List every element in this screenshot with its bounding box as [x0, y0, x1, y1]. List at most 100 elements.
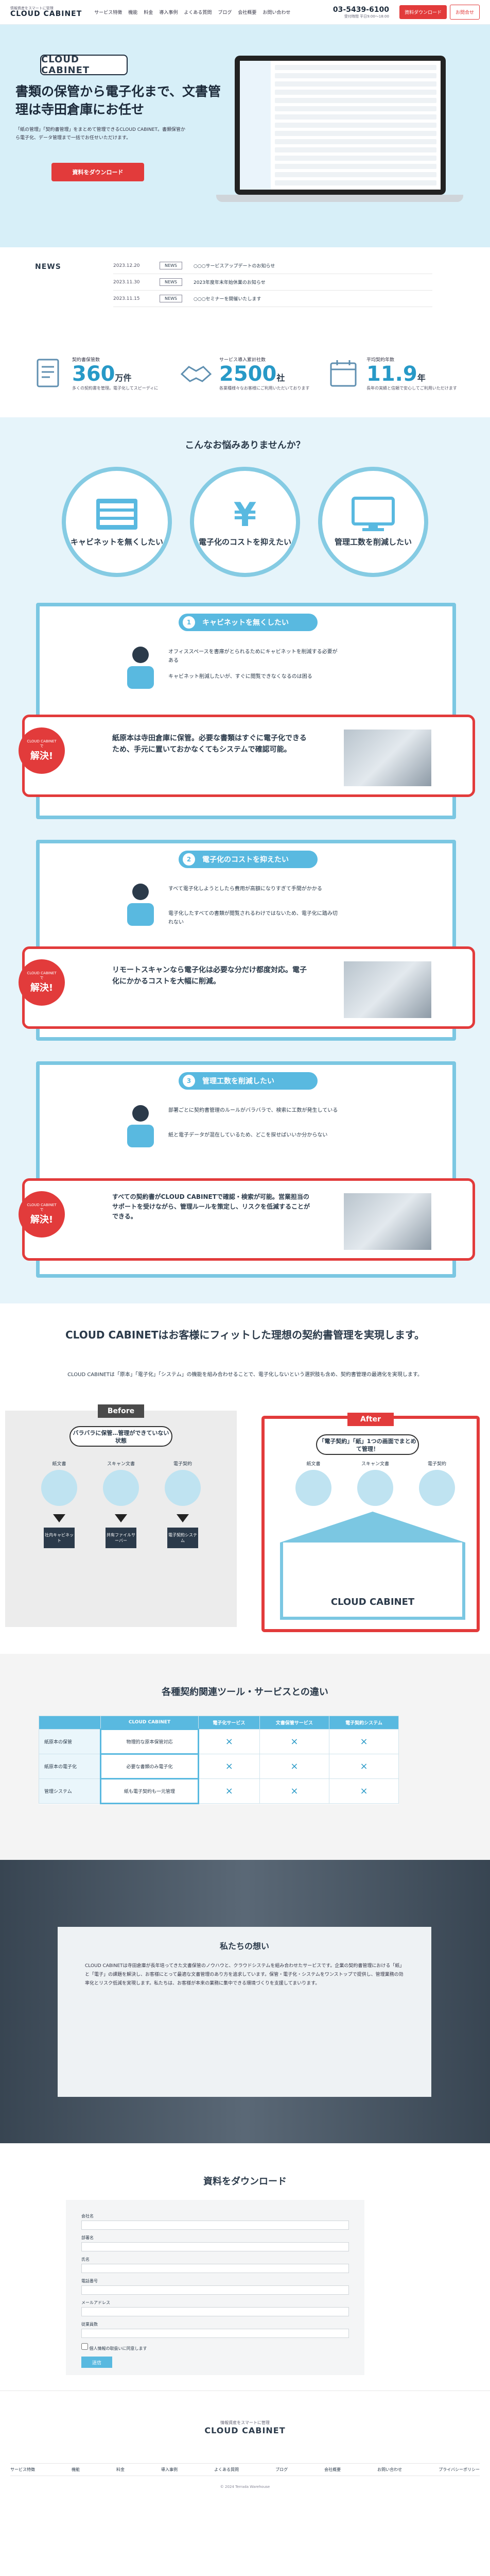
- cross-mark: ×: [329, 1754, 399, 1779]
- arrow-down-icon: [115, 1514, 127, 1522]
- table-header-row: CLOUD CABINET 電子化サービス 文書保管サービス 電子契約システム: [39, 1716, 399, 1730]
- download-button[interactable]: 資料ダウンロード: [399, 5, 447, 19]
- news-tag: NEWS: [160, 295, 182, 302]
- table-header: 文書保管サービス: [259, 1716, 330, 1730]
- footer-logo[interactable]: 情報資産をスマートに管理 CLOUD CABINET: [0, 2420, 490, 2435]
- hero-title: 書類の保管から電子化まで、文書管理は寺田倉庫にお任せ: [15, 84, 221, 117]
- stat-caption: 多くの契約書を管理。電子化してスピーディに: [72, 385, 159, 391]
- solution-text: すべての契約書がCLOUD CABINETで確認・検索が可能。営業担当のサポート…: [112, 1193, 310, 1221]
- nav-item[interactable]: 会社概要: [238, 10, 257, 15]
- before-panel: Before バラバラに保管…管理ができていない状態 紙文書社内キャビネット ス…: [5, 1404, 237, 1627]
- footer-link[interactable]: サービス特徴: [10, 2467, 35, 2472]
- monitor-icon: [352, 496, 395, 531]
- worry-circle: ¥ 電子化のコストを抑えたい: [190, 467, 300, 577]
- worry-text: 電子化のコストを抑えたい: [198, 537, 291, 547]
- footer-link[interactable]: 機能: [72, 2467, 80, 2472]
- table-row: 管理システム紙も電子契約も一元管理×××: [39, 1778, 399, 1804]
- nav-item[interactable]: 料金: [144, 10, 153, 15]
- house-box: CLOUD CABINET: [280, 1543, 465, 1620]
- download-form: 会社名 部署名 氏名 電話番号 メールアドレス 従業員数 個人情報の取扱いに同意…: [66, 2200, 364, 2375]
- cross-mark: ×: [198, 1754, 260, 1779]
- tag-de: で: [40, 1208, 44, 1212]
- contact-button[interactable]: お問合せ: [449, 5, 480, 20]
- agree-label: 個人情報の取扱いに同意します: [89, 2346, 147, 2351]
- stat-label: 契約書保管数: [72, 357, 100, 363]
- department-field[interactable]: [81, 2242, 349, 2251]
- scan-icon: [103, 1470, 139, 1506]
- nav-item[interactable]: 機能: [128, 10, 138, 15]
- before-label: Before: [98, 1404, 144, 1418]
- worries-section: こんなお悩みありませんか？ キャビネットを無くしたい ¥ 電子化のコストを抑えた…: [0, 417, 490, 1303]
- person-icon: [120, 640, 161, 692]
- news-title: NEWS: [35, 263, 61, 271]
- footer-link[interactable]: ブログ: [275, 2467, 288, 2472]
- nav-item[interactable]: よくある質問: [184, 10, 212, 15]
- nav-item[interactable]: お問い合わせ: [262, 10, 291, 15]
- field-label: 氏名: [81, 2257, 90, 2262]
- col-label: スキャン文書: [107, 1462, 135, 1467]
- worry-number: 2: [183, 853, 195, 866]
- worry-say-1: オフィススペースを書庫がとられるためにキャビネットを削減する必要がある: [168, 649, 338, 664]
- row-label: 紙原本の保管: [39, 1729, 101, 1754]
- svg-text:¥: ¥: [234, 496, 257, 532]
- col-label: スキャン文書: [361, 1462, 389, 1467]
- compare-section: 各種契約関連ツール・サービスとの違い CLOUD CABINET 電子化サービス…: [0, 1654, 490, 1860]
- field-label: 会社名: [81, 2214, 94, 2218]
- form-section: 資料をダウンロード 会社名 部署名 氏名 電話番号 メールアドレス 従業員数 個…: [0, 2143, 490, 2391]
- after-label: After: [347, 1413, 394, 1426]
- before-box: 電子契約システム: [167, 1528, 198, 1548]
- before-column: スキャン文書共有ファイルサーバー: [98, 1460, 144, 1548]
- employees-field[interactable]: [81, 2329, 349, 2338]
- document-icon: [31, 355, 67, 392]
- agree-checkbox[interactable]: [81, 2343, 88, 2350]
- footer-link[interactable]: 料金: [116, 2467, 125, 2472]
- footer-link[interactable]: よくある質問: [214, 2467, 239, 2472]
- stat-caption: 長年の実績と信頼で安心してご利用いただけます: [366, 385, 457, 391]
- phone-number[interactable]: 03-5439-6100: [332, 5, 389, 14]
- hero-section: CLOUD CABINET 書類の保管から電子化まで、文書管理は寺田倉庫にお任せ…: [0, 25, 490, 247]
- footer-link[interactable]: 導入事例: [161, 2467, 178, 2472]
- email-field[interactable]: [81, 2307, 349, 2316]
- server-icon: [96, 498, 137, 530]
- footer-link[interactable]: 会社概要: [324, 2467, 341, 2472]
- company-field[interactable]: [81, 2221, 349, 2230]
- thoughts-title: 私たちの想い: [219, 1941, 269, 1951]
- phone-field[interactable]: [81, 2285, 349, 2295]
- footer-nav: サービス特徴 機能 料金 導入事例 よくある質問 ブログ 会社概要 お問い合わせ…: [10, 2463, 480, 2476]
- worry-head: 管理工数を削減したい: [202, 1077, 274, 1086]
- footer-link[interactable]: お問い合わせ: [377, 2467, 402, 2472]
- nav-item[interactable]: 導入事例: [159, 10, 178, 15]
- after-column: 紙文書: [290, 1460, 337, 1509]
- after-panel: After 「電子契約」「紙」1つの画面でまとめて管理！ 紙文書 スキャン文書 …: [261, 1413, 480, 1632]
- worry-say-1: すべて電子化しようとしたら費用が高額になりすぎて手間がかかる: [168, 886, 322, 892]
- phone-hours: 受付時間 平日9:00〜18:00: [344, 14, 389, 19]
- name-field[interactable]: [81, 2264, 349, 2273]
- calendar-icon: [325, 355, 361, 392]
- hero-download-button[interactable]: 資料をダウンロード: [51, 163, 144, 181]
- submit-button[interactable]: 送信: [81, 2357, 112, 2368]
- before-box: 共有ファイルサーバー: [106, 1528, 136, 1548]
- nav-item[interactable]: サービス特徴: [94, 10, 122, 15]
- tag-solve: 解決!: [30, 982, 54, 993]
- logo-main: CLOUD CABINET: [10, 10, 82, 18]
- worry-say-2: 紙と電子データが混在しているため、どこを探せばいいか分からない: [168, 1132, 328, 1138]
- logo[interactable]: 情報資産をスマートに管理 CLOUD CABINET: [10, 7, 82, 18]
- person-icon: [120, 1099, 161, 1150]
- nav-item[interactable]: ブログ: [218, 10, 232, 15]
- footer-link[interactable]: プライバシーポリシー: [439, 2467, 480, 2472]
- scanner-photo: [344, 961, 431, 1018]
- worries-title: こんなお悩みありませんか？: [185, 440, 305, 451]
- arrow-down-icon: [53, 1514, 65, 1522]
- stat-value: 2500: [219, 362, 277, 386]
